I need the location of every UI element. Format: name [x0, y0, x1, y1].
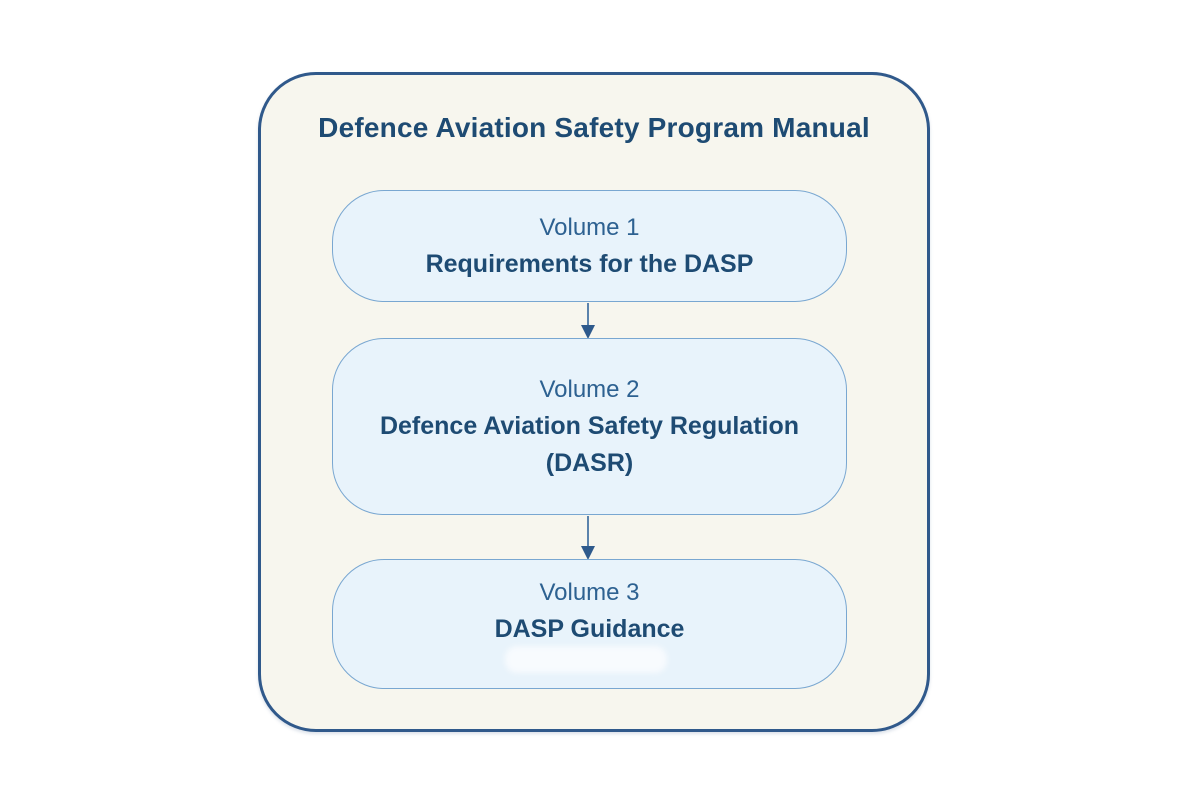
volume-2-name-line-1: Defence Aviation Safety Regulation	[379, 412, 800, 440]
diagram-title: Defence Aviation Safety Program Manual	[318, 112, 870, 143]
dasp-manual-container: Defence Aviation Safety Program Manual V…	[258, 72, 930, 732]
volume-3-label: Volume 3	[539, 579, 640, 606]
volume-2-label: Volume 2	[539, 376, 640, 403]
volume-3-name: DASP Guidance	[494, 615, 685, 643]
volume-2-name-line-2: (DASR)	[545, 449, 634, 477]
flow-arrow-down-icon	[581, 516, 595, 560]
flow-arrow-down-icon	[581, 303, 595, 339]
volume-1-name: Requirements for the DASP	[425, 250, 754, 278]
volume-1-label: Volume 1	[539, 214, 640, 241]
volume-1-box: Volume 1 Requirements for the DASP	[332, 190, 847, 302]
erased-text-smudge	[505, 646, 667, 673]
volume-2-box: Volume 2 Defence Aviation Safety Regulat…	[332, 338, 847, 515]
